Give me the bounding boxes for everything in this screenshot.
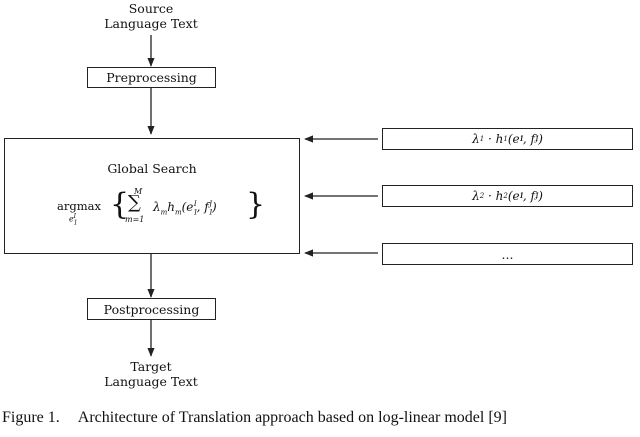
source-label-line2: Language Text (104, 16, 198, 31)
feature-box-3: ... (382, 243, 633, 265)
figure-caption: Figure 1. Architecture of Translation app… (2, 409, 507, 427)
target-label-line2: Language Text (104, 374, 198, 389)
target-label: Target Language Text (95, 359, 207, 389)
preprocessing-box: Preprocessing (87, 67, 216, 88)
preprocessing-label: Preprocessing (106, 70, 197, 85)
sum-term: λmhm(e1I, f1J) (153, 200, 217, 217)
global-search-box: Global Search argmax e1I { M ∑ m=1 λmhm(… (4, 138, 300, 254)
postprocessing-box: Postprocessing (87, 298, 216, 320)
figure-number: Figure 1. (2, 409, 60, 426)
postprocessing-label: Postprocessing (103, 301, 200, 317)
log-linear-formula: argmax e1I { M ∑ m=1 λmhm(e1I, f1J) } (57, 187, 277, 235)
source-label-line1: Source (128, 1, 174, 16)
global-search-title: Global Search (107, 161, 197, 176)
feature-3-ellipsis: ... (501, 246, 514, 262)
right-brace: } (246, 187, 266, 222)
left-brace: { (110, 187, 130, 222)
figure-caption-text: Architecture of Translation approach bas… (77, 409, 507, 426)
source-label: Source Language Text (95, 1, 207, 31)
sum-upper-limit: M (134, 187, 143, 196)
argmax-operator: argmax e1I (57, 199, 101, 227)
sum-symbol: ∑ (128, 192, 141, 213)
target-label-line1: Target (130, 359, 172, 374)
sum-lower-limit: m=1 (125, 215, 145, 224)
